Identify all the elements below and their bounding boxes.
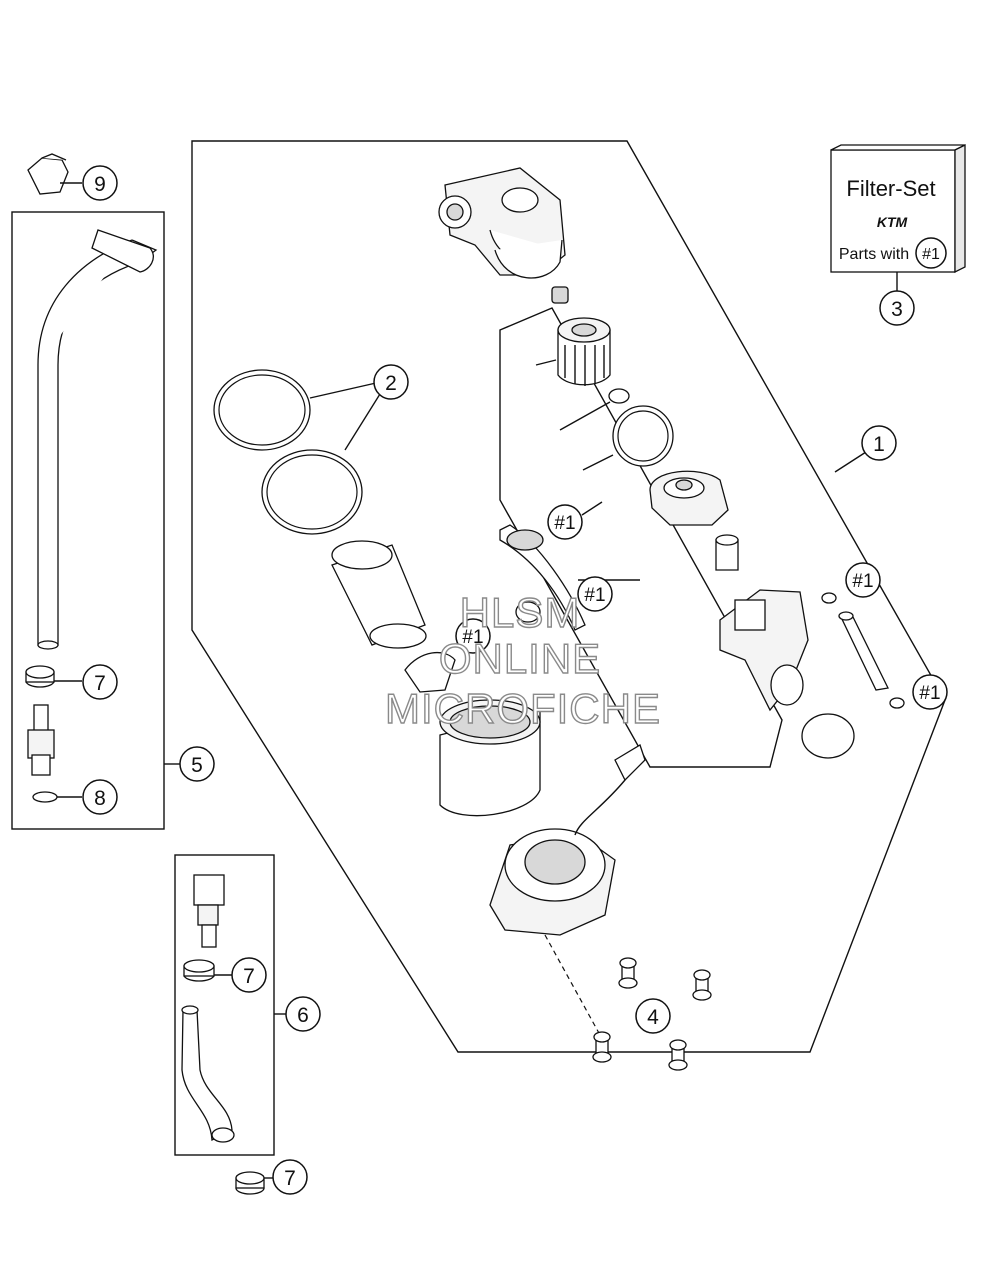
bolt-d [668, 1039, 688, 1071]
watermark-line-1: HLSM [460, 589, 581, 636]
pressure-regulator [649, 470, 729, 526]
hose-kit-frame [174, 854, 275, 1156]
filter-o-ring-large [612, 405, 674, 467]
short-hose [181, 1005, 235, 1143]
callout-5: 5 [179, 746, 215, 782]
callout-7-bottom: 7 [272, 1159, 308, 1195]
small-o-ring-b [889, 697, 905, 709]
watermark-line-2: ONLINE [439, 635, 601, 682]
flange-bolt-line [544, 934, 601, 1036]
tag-1-e: #1 [912, 674, 948, 710]
watermark: HLSM ONLINE MICROFICHE [384, 588, 661, 732]
hose-clamp-bottom [235, 1171, 265, 1195]
callout-9-label: 9 [94, 173, 106, 196]
callout-1-label: 1 [873, 433, 885, 456]
filter-set-tag-circle [915, 237, 947, 269]
leader-lines [54, 182, 898, 1179]
callout-3: 3 [879, 290, 915, 326]
callout-2-label: 2 [385, 372, 397, 395]
strainer-plate [499, 524, 586, 631]
fuel-filter [557, 317, 611, 386]
pump-cup [439, 699, 541, 817]
hose-clamp-left [25, 665, 55, 688]
filter-o-ring-inner [617, 410, 669, 462]
spring [551, 286, 569, 304]
connector-right [193, 874, 225, 948]
tag-1-d-label: #1 [852, 571, 873, 592]
regulator-o-ring [801, 713, 855, 759]
callout-7-bottom-label: 7 [284, 1167, 296, 1190]
tag-1-c-label: #1 [462, 627, 483, 648]
callout-2: 2 [373, 364, 409, 400]
pump-flange [489, 744, 646, 936]
filter-set-parts-with: Parts with [839, 246, 909, 263]
callout-6: 6 [285, 996, 321, 1032]
callout-4: 4 [635, 998, 671, 1034]
callout-1: 1 [861, 425, 897, 461]
bolt-b [692, 969, 712, 1001]
callout-3-label: 3 [891, 298, 903, 321]
connector-tube [838, 611, 889, 691]
small-o-ring-filter [608, 388, 630, 404]
filter-set-tag: #1 [922, 246, 940, 263]
filter-set-title: Filter-Set [846, 176, 935, 201]
tag-1-c: #1 [455, 618, 491, 654]
fuel-pump-group-frame [191, 140, 946, 1053]
filter-subgroup-frame [499, 307, 783, 768]
tag-1-d: #1 [845, 562, 881, 598]
o-ring-large-b-inner [266, 454, 358, 530]
callout-5-label: 5 [191, 754, 203, 777]
bolt-c [592, 1031, 612, 1063]
filter-set-box: Filter-Set KTM Parts with #1 [830, 143, 966, 274]
callout-8: 8 [82, 779, 118, 815]
tag-1-e-label: #1 [919, 683, 940, 704]
retainer-clip [404, 601, 541, 693]
callout-7-left: 7 [82, 664, 118, 700]
hose-clamp-mid [183, 959, 215, 982]
level-sensor [719, 589, 809, 712]
small-o-ring-a [821, 592, 837, 604]
tag-1-b-label: #1 [584, 585, 605, 606]
o-ring-large-b [261, 449, 363, 535]
callout-4-label: 4 [647, 1006, 659, 1029]
callout-7-mid: 7 [231, 957, 267, 993]
callout-9: 9 [82, 165, 118, 201]
sleeve [715, 534, 739, 571]
hose-clip [27, 153, 69, 195]
bolt-a [618, 957, 638, 989]
tag-1-a: #1 [547, 504, 583, 540]
tag-1-b: #1 [577, 576, 613, 612]
callout-6-label: 6 [297, 1004, 309, 1027]
quick-connector-left [27, 704, 55, 776]
o-ring-small [32, 791, 58, 803]
ktm-logo: KTM [877, 214, 908, 230]
callout-7-mid-label: 7 [243, 965, 255, 988]
callout-8-label: 8 [94, 787, 106, 810]
o-ring-large-a-inner [218, 374, 306, 446]
pump-sleeve [331, 540, 427, 649]
tag-1-a-label: #1 [554, 513, 575, 534]
o-ring-large-a [213, 369, 311, 451]
watermark-line-3: MICROFICHE [385, 685, 661, 732]
fuel-pump-head [438, 167, 566, 279]
callout-7-left-label: 7 [94, 672, 106, 695]
fuel-hose [37, 229, 158, 650]
fuel-hose-kit-frame [11, 211, 165, 830]
